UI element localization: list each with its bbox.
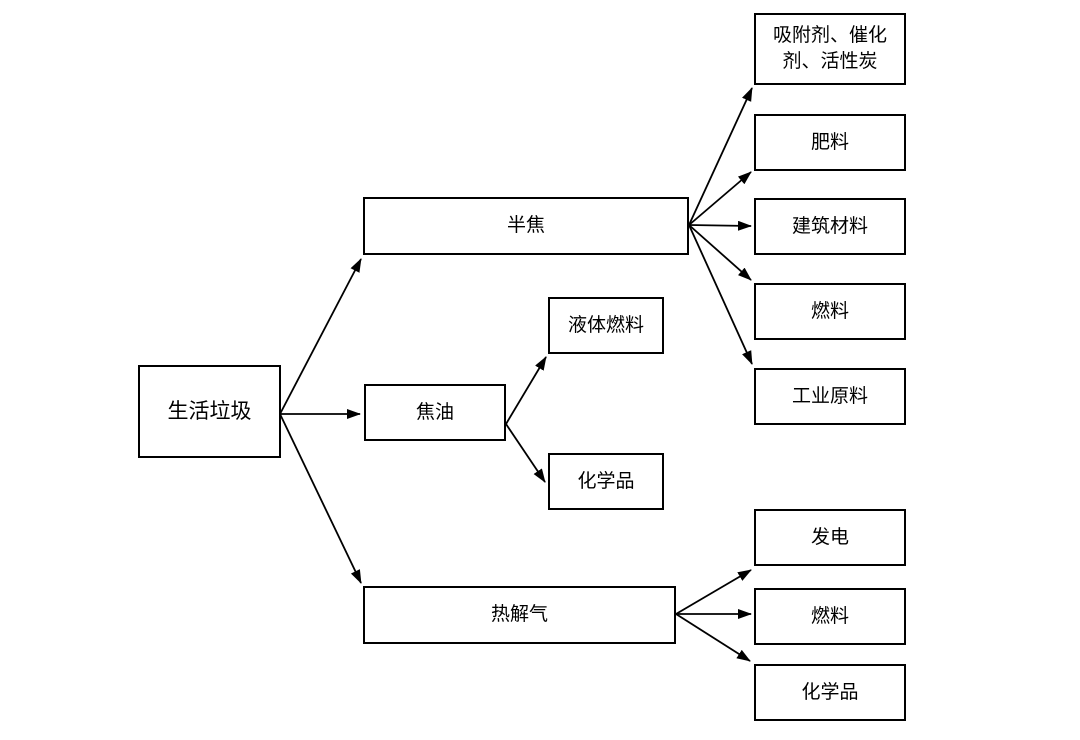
edge-semicoke-industrial-raw <box>688 224 753 365</box>
node-liquid-fuel: 液体燃料 <box>548 297 664 354</box>
node-adsorbent-catalyst-carbon-label: 吸附剂、催化剂、活性炭 <box>772 25 887 72</box>
node-power-generation-label: 发电 <box>810 526 849 548</box>
node-tar-label: 焦油 <box>415 401 454 423</box>
node-household-waste: 生活垃圾 <box>138 365 281 458</box>
node-tar-chemicals-label: 化学品 <box>577 470 635 492</box>
edge-tar-chemicals <box>505 423 546 483</box>
node-building-materials: 建筑材料 <box>754 198 906 255</box>
node-tar-chemicals: 化学品 <box>548 453 664 510</box>
node-pyrolysis-gas-label: 热解气 <box>490 604 548 625</box>
node-gas-fuel-label: 燃料 <box>810 605 849 627</box>
edge-semicoke-fertilizer <box>688 171 752 226</box>
node-fertilizer-label: 肥料 <box>810 131 849 153</box>
edge-tar-liquid-fuel <box>505 356 547 425</box>
node-semicoke: 半焦 <box>363 197 689 255</box>
node-industrial-raw: 工业原料 <box>754 368 906 425</box>
node-adsorbent-catalyst-carbon: 吸附剂、催化剂、活性炭 <box>754 13 906 85</box>
node-tar: 焦油 <box>364 384 506 441</box>
edge-semicoke-building-materials <box>688 220 752 231</box>
node-semicoke-fuel: 燃料 <box>754 283 906 340</box>
node-semicoke-label: 半焦 <box>506 215 545 236</box>
edge-semicoke-fuel <box>688 224 752 281</box>
node-fertilizer: 肥料 <box>754 114 906 171</box>
edge-semicoke-adsorbent <box>688 87 753 226</box>
edge-gas-chemicals <box>675 613 751 662</box>
node-household-waste-label: 生活垃圾 <box>167 399 252 423</box>
node-liquid-fuel-label: 液体燃料 <box>567 314 644 336</box>
node-gas-fuel: 燃料 <box>754 588 906 645</box>
node-gas-chemicals-label: 化学品 <box>801 681 859 703</box>
node-semicoke-fuel-label: 燃料 <box>810 300 849 322</box>
node-gas-chemicals: 化学品 <box>754 664 906 721</box>
edge-root-gas <box>279 413 362 584</box>
node-power-generation: 发电 <box>754 509 906 566</box>
node-industrial-raw-label: 工业原料 <box>791 385 868 407</box>
edge-gas-power <box>675 569 752 615</box>
node-building-materials-label: 建筑材料 <box>791 215 868 237</box>
node-pyrolysis-gas: 热解气 <box>363 586 676 644</box>
edge-root-semicoke <box>279 258 362 415</box>
